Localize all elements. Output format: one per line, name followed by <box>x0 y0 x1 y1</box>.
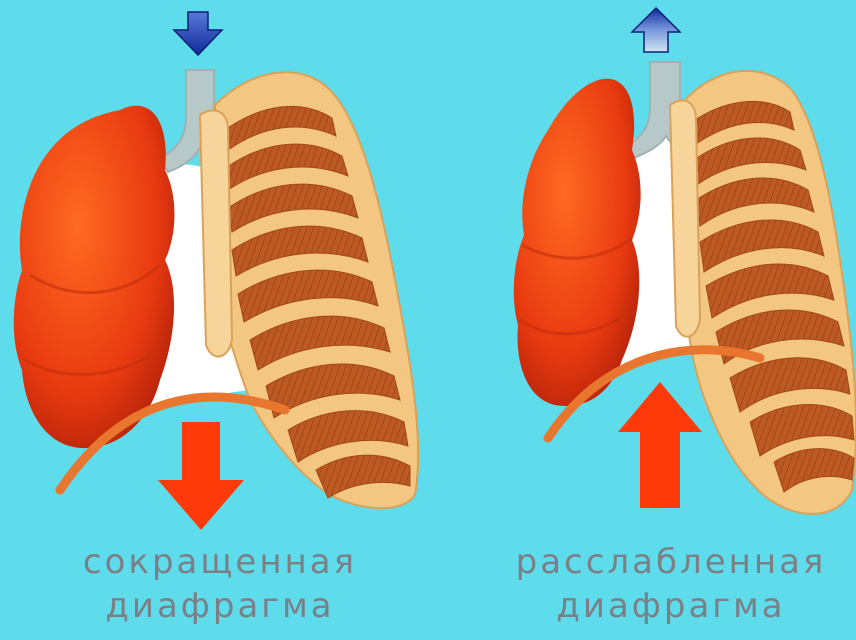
caption-relaxed-diaphragm: расслабленная диафрагма <box>486 540 856 628</box>
airflow-up-arrow-icon <box>632 8 680 52</box>
caption-contracted-diaphragm: сокращенная диафрагма <box>40 540 400 628</box>
rib-cage-right <box>670 71 856 514</box>
lung-right <box>514 79 641 406</box>
caption-left-line1: сокращенная <box>40 540 400 584</box>
caption-right-line2: диафрагма <box>486 584 856 628</box>
left-panel <box>14 12 419 530</box>
rib-cage-left <box>200 72 418 508</box>
diaphragm-up-arrow-icon <box>618 382 702 508</box>
lung-left <box>14 106 175 448</box>
airflow-down-arrow-icon <box>174 12 222 55</box>
right-panel <box>514 8 856 514</box>
caption-right-line1: расслабленная <box>486 540 856 584</box>
caption-left-line2: диафрагма <box>40 584 400 628</box>
diaphragm-down-arrow-icon <box>158 422 244 530</box>
